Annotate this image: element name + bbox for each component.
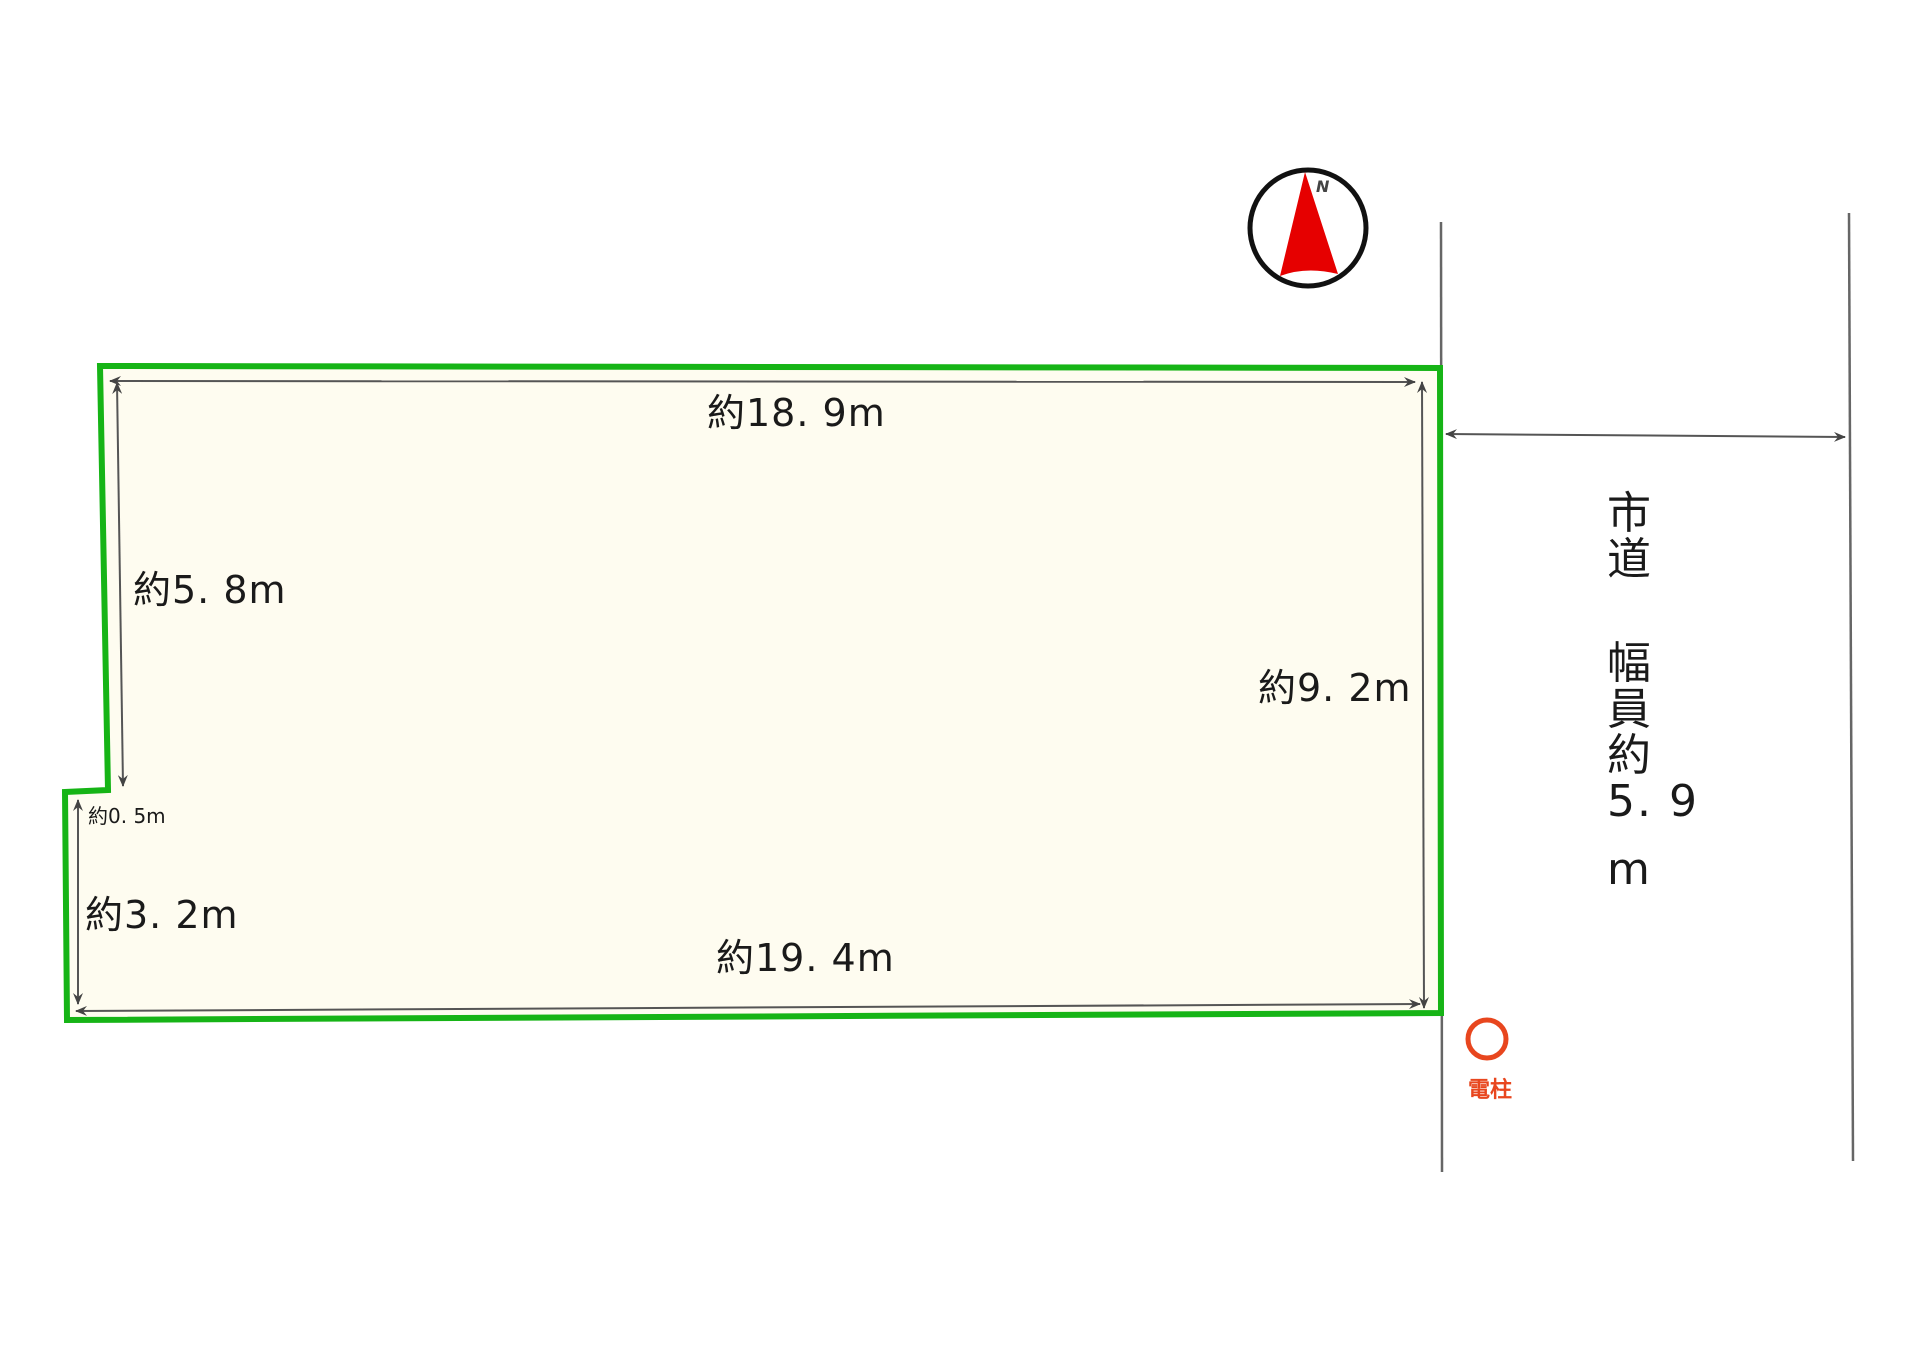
road-width-char: 幅 <box>1607 638 1651 689</box>
utility-pole-label: 電柱 <box>1468 1078 1513 1103</box>
north-arrow-icon <box>1280 172 1338 276</box>
road-width-unit: m <box>1607 844 1650 895</box>
road-right-edge <box>1847 212 1855 1162</box>
dim-line-top <box>109 376 1416 387</box>
north-label: N <box>1316 177 1330 196</box>
dim-line-right <box>1417 381 1429 1009</box>
road-width-char: 員 <box>1607 684 1651 735</box>
road-name-label: 市 道 <box>1607 492 1651 584</box>
dim-line-road-width <box>1445 429 1846 442</box>
dim-label-bottom: 約19. 4m <box>716 936 895 980</box>
dim-label-left-upper: 約5. 8m <box>133 568 287 612</box>
utility-pole-icon <box>1465 1017 1509 1061</box>
dim-line-bottom <box>75 999 1421 1016</box>
dim-line-left-upper <box>112 382 128 787</box>
road-name-char: 道 <box>1607 534 1651 585</box>
dim-label-top: 約18. 9m <box>707 391 886 435</box>
dim-label-left-lower: 約3. 2m <box>85 893 239 937</box>
road-name-char: 市 <box>1607 488 1651 539</box>
north-compass: N <box>1247 167 1369 289</box>
road-width-char: 約 <box>1607 730 1651 781</box>
dim-label-right: 約9. 2m <box>1258 666 1412 710</box>
road-width-value: 5. 9 <box>1607 776 1699 827</box>
lot-boundary <box>61 362 1445 1024</box>
dim-label-step: 約0. 5m <box>88 804 166 828</box>
road-width-label: 幅 員 約 5. 9 m <box>1607 642 1699 894</box>
